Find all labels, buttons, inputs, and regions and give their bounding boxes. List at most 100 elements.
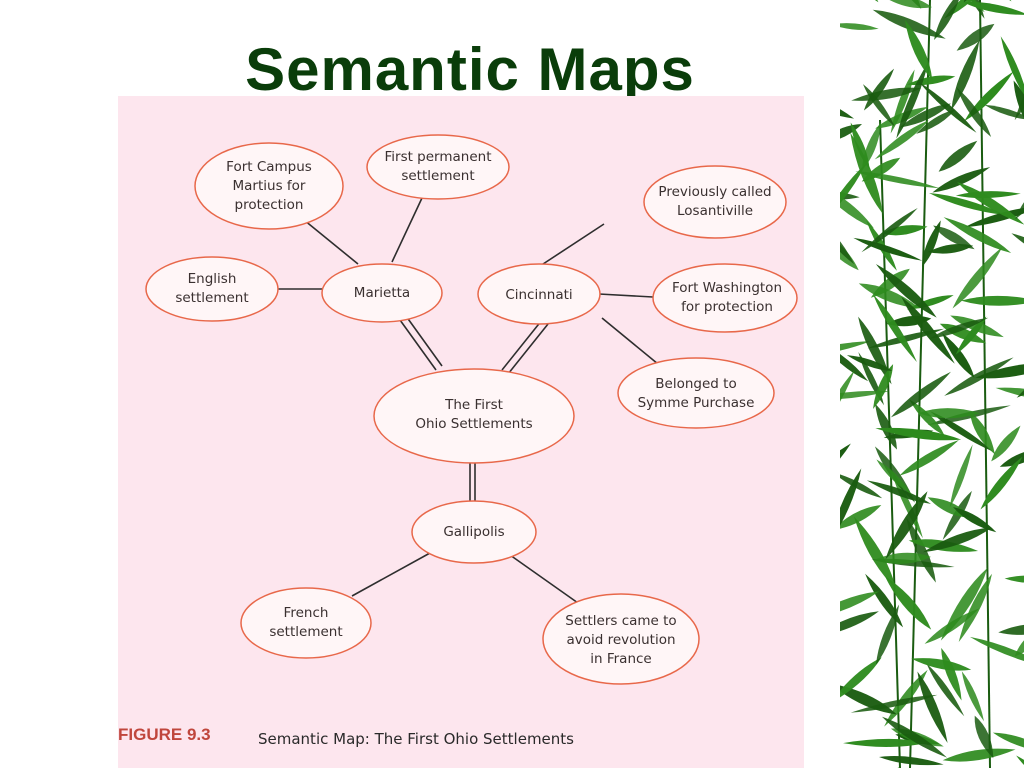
bamboo-leaf [840, 182, 874, 229]
bamboo-leaf [917, 671, 948, 744]
connector-center-cincinnati-b [507, 323, 549, 375]
connector-cincinnati-fort-washington [598, 293, 654, 298]
bamboo-leaf [961, 671, 984, 722]
bamboo-leaf [853, 516, 896, 589]
bamboo-leaf [874, 120, 929, 160]
bamboo-leaf [1004, 575, 1024, 583]
bamboo-leaf [879, 756, 944, 766]
bamboo-leaf [956, 23, 995, 51]
bamboo-leaf [1016, 755, 1024, 768]
bamboo-leaf [929, 317, 989, 339]
bamboo-leaf [953, 507, 997, 533]
bamboo-leaf [840, 209, 855, 265]
bamboo-leaf [942, 333, 975, 378]
bamboo-leaf [922, 527, 992, 553]
connector-cincinnati-losantiville [539, 223, 605, 267]
bamboo-leaf [875, 403, 897, 450]
bamboo-leaf [863, 84, 895, 127]
bamboo-leaf [932, 167, 991, 193]
node-english [145, 256, 279, 322]
node-center [373, 368, 575, 464]
bamboo-leaf [984, 104, 1024, 121]
bamboo-leaf [840, 468, 862, 546]
bamboo-leaf [840, 370, 855, 441]
bamboo-stem [879, 119, 901, 768]
bamboo-leaf [904, 19, 933, 80]
bamboo-leaf [958, 573, 992, 643]
bamboo-leaf [875, 106, 929, 129]
bamboo-leaf [933, 225, 975, 250]
node-fort-campus [194, 142, 344, 230]
bamboo-leaf [872, 9, 946, 39]
figure-label: FIGURE 9.3 [118, 725, 211, 744]
bamboo-leaf [884, 669, 928, 727]
bamboo-leaf [951, 39, 980, 111]
bamboo-leaf [864, 766, 901, 768]
label-cincinnati: Cincinnati [505, 287, 572, 303]
bamboo-leaf [938, 140, 978, 172]
bamboo-leaf [1014, 57, 1024, 121]
bamboo-leaf [955, 316, 987, 355]
bamboo-leaf [885, 491, 928, 560]
bamboo-leaf [926, 663, 965, 717]
bamboo-leaf [916, 109, 956, 134]
node-gallipolis [411, 500, 537, 564]
node-settlers [542, 593, 700, 685]
bamboo-leaf [861, 157, 901, 182]
bamboo-leaf [840, 23, 879, 30]
bamboo-leaf [850, 694, 938, 713]
connector-fort-campus-marietta [303, 219, 359, 265]
node-french [240, 587, 372, 659]
bamboo-leaf [880, 0, 932, 9]
bamboo-leaf [995, 387, 1024, 401]
bamboo-leaf [840, 611, 879, 638]
bamboo-leaf [855, 171, 940, 189]
bamboo-leaf [840, 591, 880, 620]
bamboo-leaf [851, 87, 922, 101]
node-marietta [321, 263, 443, 323]
bamboo-leaf [929, 193, 1007, 216]
bamboo-leaf [960, 295, 1024, 306]
bamboo-leaf [949, 444, 973, 508]
bamboo-leaf [957, 182, 1024, 225]
bamboo-leaf [975, 362, 1024, 379]
node-losantiville [643, 165, 787, 239]
bamboo-leaf [1013, 80, 1024, 143]
bamboo-leaf [840, 657, 882, 704]
bamboo-leaf [840, 89, 855, 119]
label-gallipolis: Gallipolis [443, 524, 504, 540]
bamboo-leaf [884, 576, 932, 630]
connector-cincinnati-symme [601, 317, 659, 365]
label-marietta: Marietta [354, 285, 410, 301]
bamboo-leaf [944, 0, 990, 19]
bamboo-leaf [980, 456, 1023, 510]
bamboo-leaf [998, 624, 1024, 635]
bamboo-leaf [941, 647, 962, 701]
bamboo-leaf-cluster [840, 0, 1024, 768]
bamboo-leaf [876, 459, 912, 495]
bamboo-leaf [991, 425, 1021, 462]
bamboo-leaf [882, 716, 948, 758]
bamboo-leaf [840, 341, 871, 359]
bamboo-leaf [906, 517, 936, 583]
node-symme [617, 357, 775, 429]
bamboo-leaf [876, 604, 900, 665]
bamboo-leaf [911, 658, 972, 671]
bamboo-leaf [952, 246, 1003, 309]
bamboo-leaf [956, 87, 992, 137]
bamboo-leaf [840, 340, 869, 382]
node-cincinnati [477, 263, 601, 325]
bamboo-leaf [942, 748, 1016, 762]
bamboo-leaf [873, 364, 894, 409]
bamboo-leaf [930, 411, 994, 452]
node-first-permanent [366, 134, 510, 200]
bamboo-leaf [873, 294, 917, 363]
connector-center-cincinnati-a [501, 319, 543, 371]
